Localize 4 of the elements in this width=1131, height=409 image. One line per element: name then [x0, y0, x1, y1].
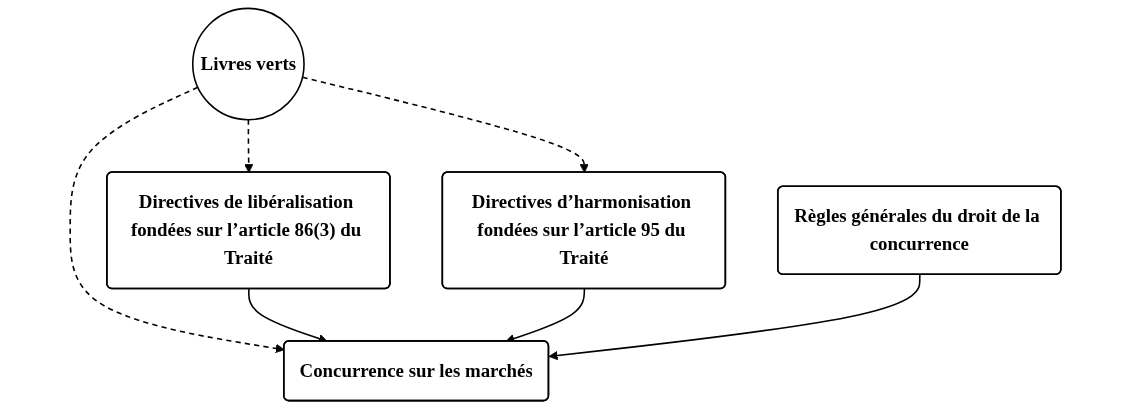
arrow	[548, 274, 921, 361]
arrow	[244, 118, 254, 174]
node-circle: Livres verts	[191, 7, 305, 121]
arrow	[69, 86, 285, 353]
